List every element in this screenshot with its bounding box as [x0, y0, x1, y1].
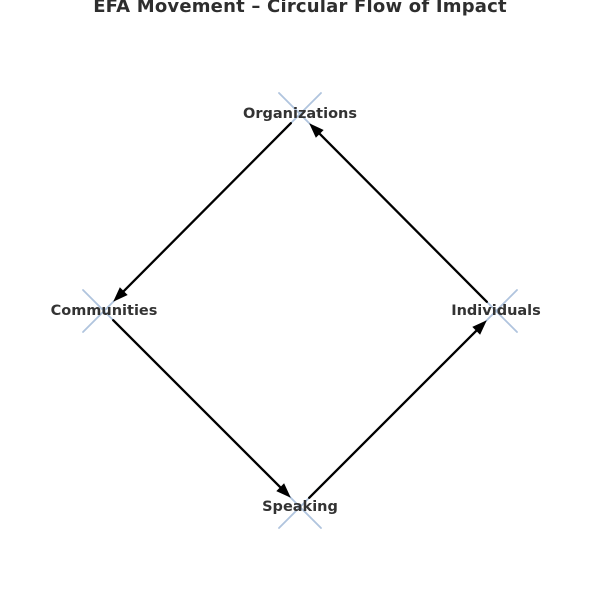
- node-label-speaking: Speaking: [262, 499, 338, 515]
- node-label-communities: Communities: [50, 303, 158, 319]
- flow-edge: [317, 131, 488, 303]
- node-label-organizations: Organizations: [243, 106, 357, 122]
- flow-edge: [308, 328, 479, 499]
- node-label-individuals: Individuals: [451, 303, 541, 319]
- flow-edge: [112, 319, 283, 490]
- flow-edge: [121, 122, 292, 294]
- flow-arrowhead-icon: [472, 320, 487, 335]
- flow-arrowhead-icon: [276, 483, 291, 498]
- diagram-title: EFA Movement – Circular Flow of Impact: [93, 0, 507, 17]
- flow-arrowhead-icon: [113, 287, 128, 302]
- flow-arrowhead-icon: [309, 123, 324, 138]
